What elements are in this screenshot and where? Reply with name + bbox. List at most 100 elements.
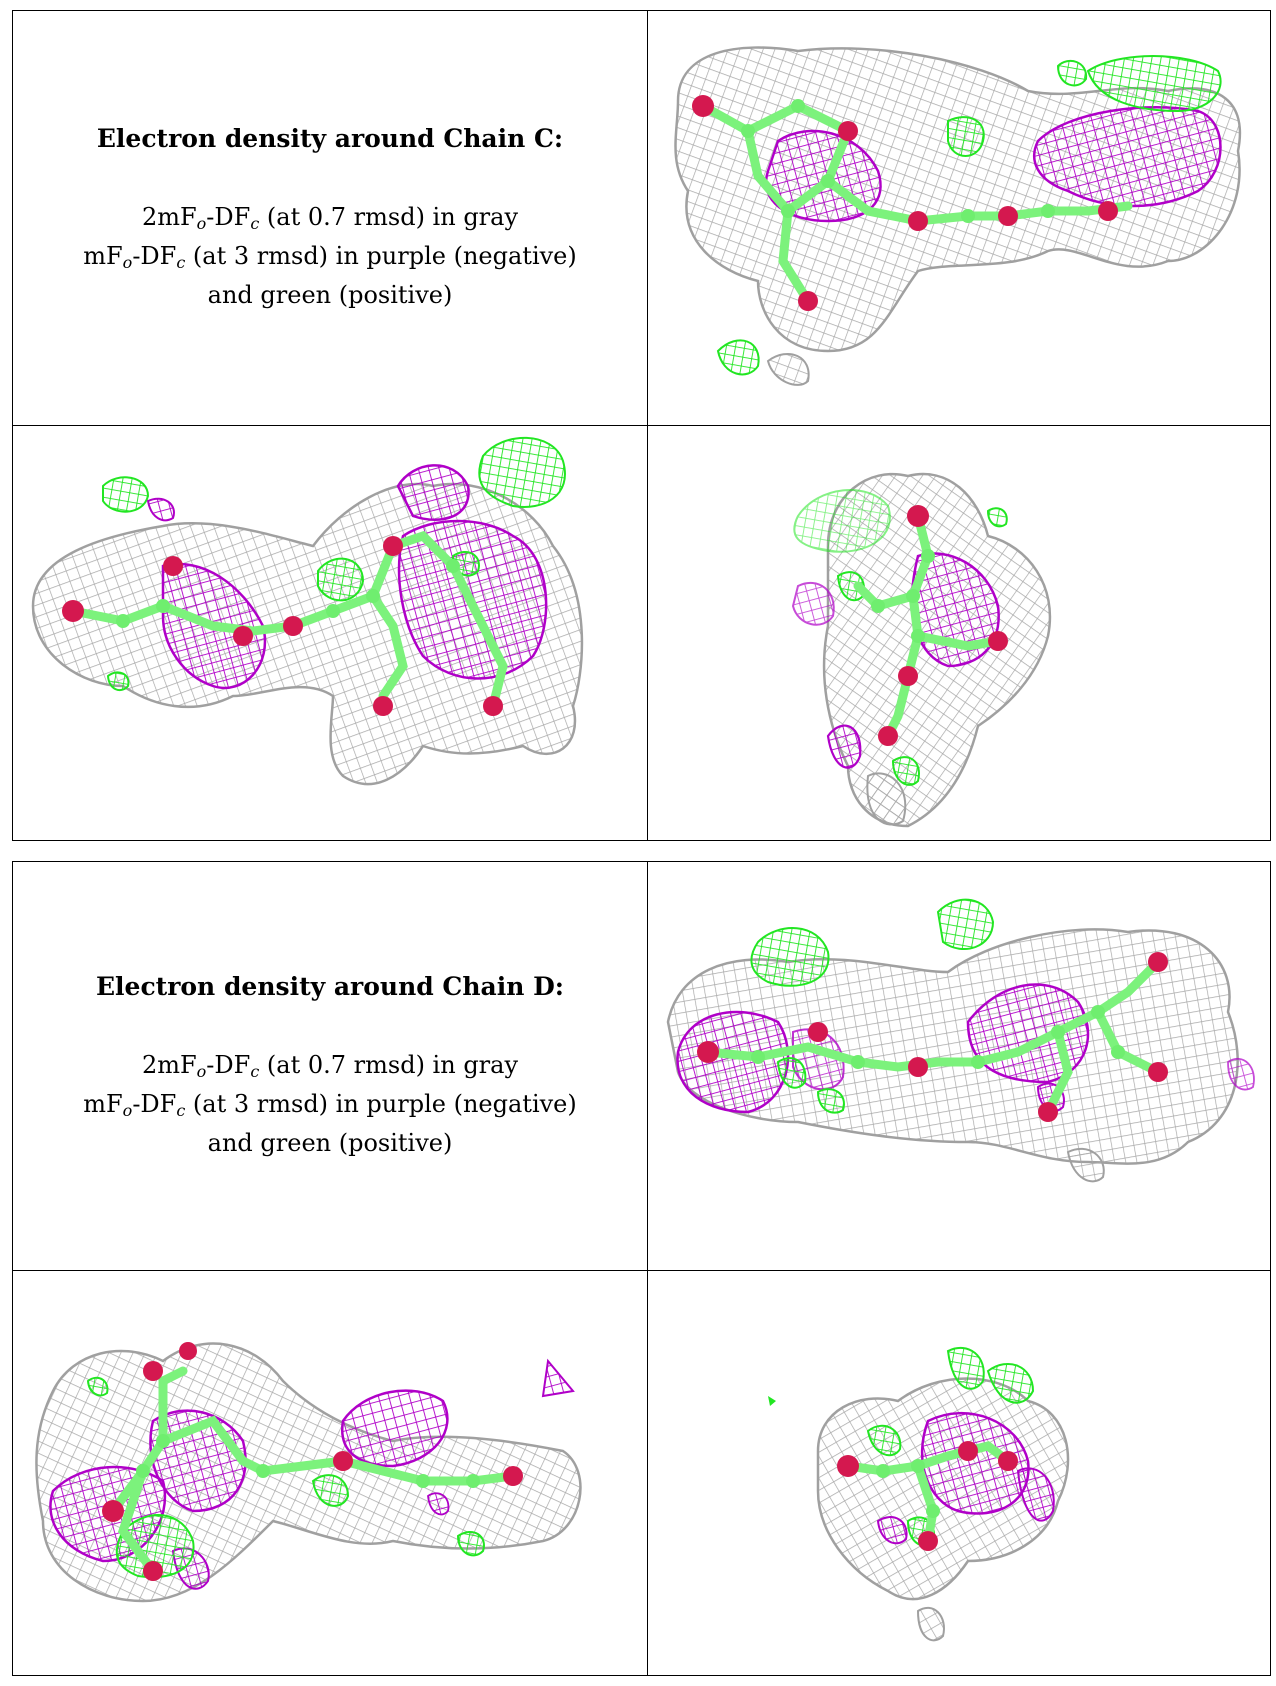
oxygen-atom [503, 1466, 523, 1486]
chain-d-view-3 [647, 1270, 1271, 1676]
chain-c-view-3 [647, 425, 1271, 841]
positive-density-blob [750, 927, 830, 987]
oxygen-atom [102, 1500, 124, 1522]
positive-density-blob [946, 1346, 985, 1390]
oxygen-atom [907, 505, 929, 527]
positive-density-blob [776, 1057, 807, 1089]
carbon-atom [446, 559, 460, 573]
chain-c-legend-fofc: mFo-DFc (at 3 rmsd) in purple (negative) [83, 242, 577, 272]
density-render-c2 [31, 436, 584, 786]
positive-density-blob [311, 1474, 350, 1507]
chain-d-legend-2fofc: 2mFo-DFc (at 0.7 rmsd) in gray [141, 1051, 519, 1081]
oxygen-atom [697, 1041, 719, 1063]
oxygen-atom [143, 1361, 163, 1381]
chain-c-figure-table: Electron density around Chain C: 2mFo-DF… [12, 10, 1271, 841]
carbon-atom [741, 124, 755, 138]
positive-density-blob [986, 507, 1008, 528]
positive-density-blob [866, 1424, 902, 1457]
carbon-atom [876, 1464, 890, 1478]
oxygen-atom [837, 1455, 859, 1477]
ligand-bonds [158, 1366, 188, 1446]
ligand-bonds [913, 631, 1003, 651]
chain-d-caption: Electron density around Chain D: 2mFo-DF… [12, 861, 648, 1271]
ligand-bonds [117, 1466, 158, 1576]
density-render-d1 [666, 898, 1255, 1183]
oxygen-atom [908, 211, 928, 231]
chain-c-title: Electron density around Chain C: [96, 124, 564, 153]
oxygen-atom [373, 696, 393, 716]
oxygen-atom [179, 1342, 197, 1360]
carbon-atom [911, 629, 925, 643]
chain-c-legend-colors: and green (positive) [207, 281, 453, 309]
positive-density-blob [1056, 59, 1088, 87]
positive-density-blob [936, 898, 995, 951]
carbon-atom [751, 1050, 765, 1064]
positive-density-blob [986, 1362, 1035, 1404]
oxygen-atom [958, 1441, 978, 1461]
positive-density-blob [768, 1396, 776, 1406]
oxygen-atom [143, 1561, 163, 1581]
chain-d-figure-table: Electron density around Chain D: 2mFo-DF… [12, 861, 1271, 1676]
oxygen-atom [918, 1531, 938, 1551]
chain-d-view-1 [647, 861, 1271, 1271]
carbon-atom [791, 99, 805, 113]
chain-d-legend-fofc: mFo-DFc (at 3 rmsd) in purple (negative) [83, 1090, 577, 1120]
carbon-atom [971, 1055, 985, 1069]
chain-c-legend-2fofc: 2mFo-DFc (at 0.7 rmsd) in gray [141, 203, 519, 233]
negative-density-blob [826, 724, 862, 769]
ligand-bonds [823, 176, 1133, 226]
carbon-atom [1111, 1045, 1125, 1059]
positive-density-blob [478, 436, 566, 508]
oxygen-atom [333, 1451, 353, 1471]
positive-density-blob [456, 1531, 485, 1557]
oxygen-atom [692, 95, 714, 117]
positive-density-blob [102, 476, 150, 513]
oxygen-atom [383, 536, 403, 556]
carbon-atom [156, 599, 170, 613]
ligand-bonds [698, 100, 854, 218]
oxygen-atom [1038, 1102, 1058, 1122]
carbon-atom [921, 549, 935, 563]
density-render-d2 [35, 1342, 582, 1603]
positive-density-blob [115, 1514, 195, 1579]
positive-density-blob [86, 1376, 109, 1397]
oxygen-atom [878, 726, 898, 746]
oxygen-atom [808, 1022, 828, 1042]
negative-density-blob [1227, 1057, 1255, 1091]
negative-density-blob [1033, 106, 1222, 208]
positive-density-blob [891, 756, 920, 786]
ligand-bonds [778, 206, 813, 306]
negative-density-blob [791, 581, 835, 626]
negative-density-blob [396, 464, 470, 521]
carbon-atom [871, 599, 885, 613]
oxygen-atom [908, 1057, 928, 1077]
positive-density-blob [793, 489, 891, 553]
oxygen-atom [998, 206, 1018, 226]
carbon-atom [926, 1504, 940, 1518]
density-render-c3 [791, 472, 1052, 828]
positive-density-blob [317, 557, 365, 602]
oxygen-atom [988, 631, 1008, 651]
carbon-atom [1091, 1005, 1105, 1019]
carbon-atom [911, 1459, 925, 1473]
chain-c-view-2 [12, 425, 648, 841]
density-render-c1 [674, 46, 1242, 386]
oxygen-atom [1098, 201, 1118, 221]
positive-density-blob [716, 339, 760, 376]
chain-d-title: Electron density around Chain D: [95, 972, 564, 1001]
carbon-atom [906, 589, 920, 603]
gray-density-mesh [1066, 1147, 1105, 1183]
negative-density-blob [146, 497, 175, 522]
carbon-atom [1041, 204, 1055, 218]
positive-density-blob [106, 671, 130, 692]
carbon-atom [961, 209, 975, 223]
oxygen-atom [1148, 952, 1168, 972]
carbon-atom [326, 604, 340, 618]
chain-c-view-1 [647, 10, 1271, 426]
carbon-atom [781, 204, 795, 218]
positive-density-blob [1086, 55, 1222, 113]
carbon-atom [821, 174, 835, 188]
chain-c-caption: Electron density around Chain C: 2mFo-DF… [12, 10, 648, 426]
carbon-atom [416, 1474, 430, 1488]
oxygen-atom [62, 600, 84, 622]
